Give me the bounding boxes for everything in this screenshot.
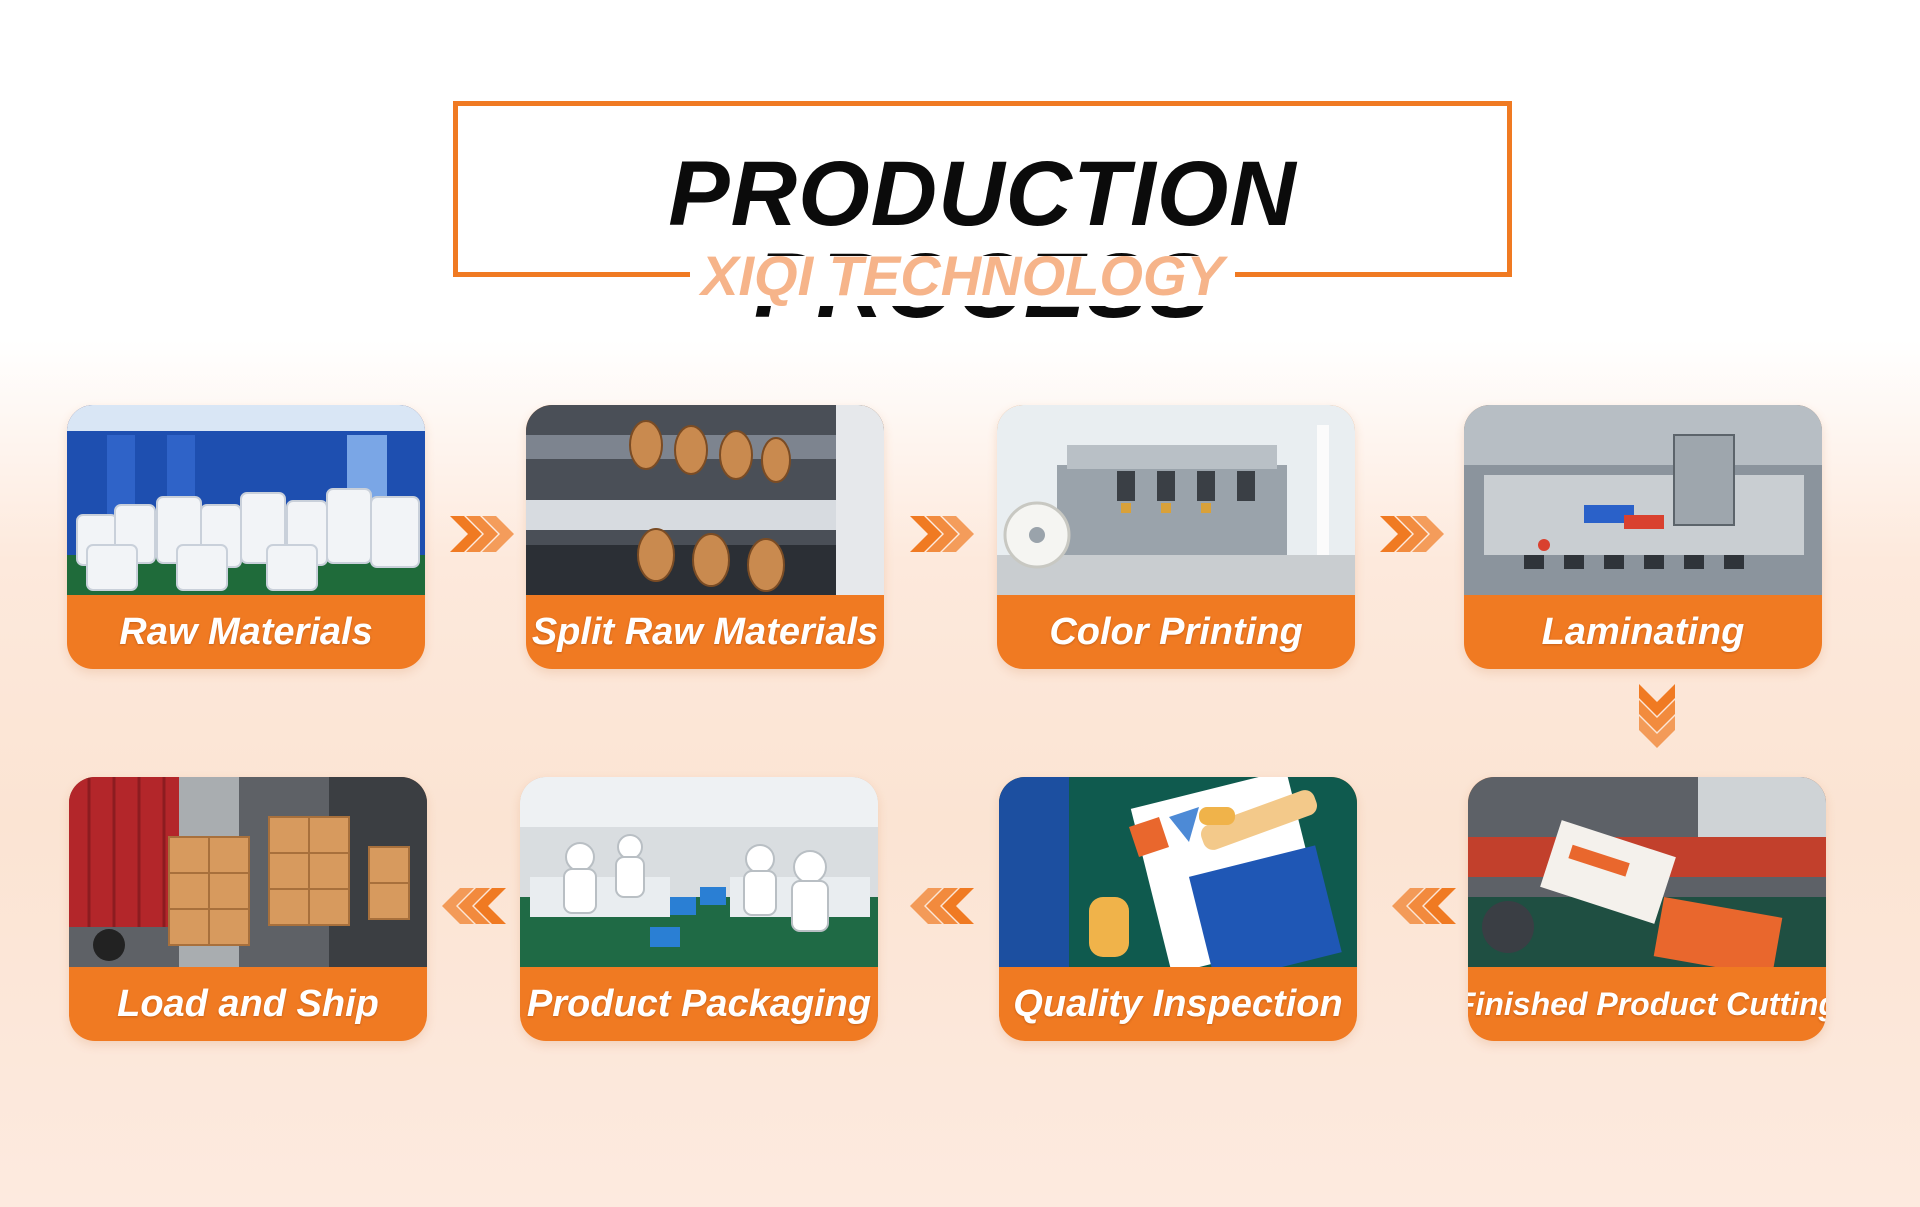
subtitle-frame-gap	[690, 256, 1235, 306]
step-label: Quality Inspection	[1013, 982, 1343, 1025]
step-label: Product Packaging	[526, 982, 872, 1025]
header: PRODUCTION PROCESS XIQI TECHNOLOGY	[0, 0, 1920, 340]
step-card-finished-product-cutting: Finished Product Cutting	[1468, 777, 1826, 1041]
step-label: Color Printing	[1049, 610, 1303, 653]
packaging-workers-photo	[520, 777, 878, 967]
step-card-laminating: Laminating	[1464, 405, 1822, 669]
step-label: Split Raw Materials	[531, 610, 879, 653]
step-card-load-and-ship: Load and Ship	[69, 777, 427, 1041]
chevron-left-icon	[1390, 886, 1456, 926]
slitting-machine-photo	[526, 405, 884, 595]
step-card-quality-inspection: Quality Inspection	[999, 777, 1357, 1041]
laminating-machine-photo	[1464, 405, 1822, 595]
step-label: Finished Product Cutting	[1468, 985, 1826, 1022]
page-title: PRODUCTION PROCESS	[668, 143, 1297, 332]
step-label: Laminating	[1541, 610, 1745, 653]
step-card-color-printing: Color Printing	[997, 405, 1355, 669]
cutting-machine-photo	[1468, 777, 1826, 967]
step-card-product-packaging: Product Packaging	[520, 777, 878, 1041]
step-label: Raw Materials	[119, 610, 373, 653]
step-card-raw-materials: Raw Materials	[67, 405, 425, 669]
chevron-left-icon	[908, 886, 974, 926]
step-label: Load and Ship	[117, 982, 379, 1025]
page-subtitle: XIQI TECHNOLOGY	[701, 244, 1224, 307]
chevron-right-icon	[450, 514, 516, 554]
chevron-right-icon	[910, 514, 976, 554]
inspection-hands-photo	[999, 777, 1357, 967]
chevron-down-icon	[1637, 684, 1677, 750]
chevron-left-icon	[440, 886, 506, 926]
warehouse-rolls-photo	[67, 405, 425, 595]
truck-boxes-photo	[69, 777, 427, 967]
printing-press-photo	[997, 405, 1355, 595]
chevron-right-icon	[1380, 514, 1446, 554]
step-card-split-raw-materials: Split Raw Materials	[526, 405, 884, 669]
